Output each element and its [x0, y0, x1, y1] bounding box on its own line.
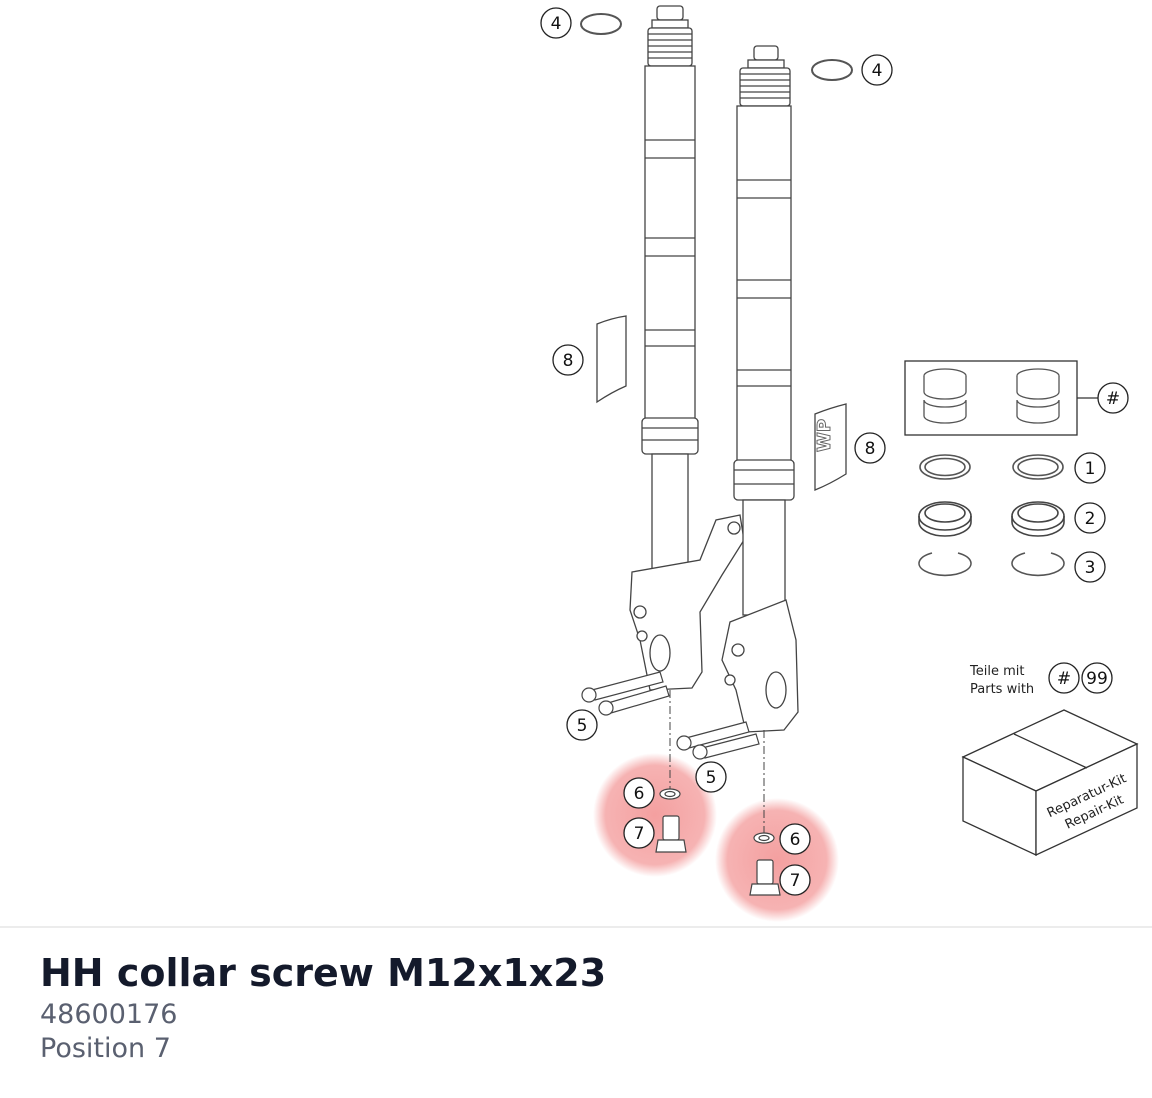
repair-kit-box-icon [961, 709, 1139, 857]
callout-1[interactable]: 1 [1074, 452, 1106, 484]
seals-pos-2[interactable] [918, 501, 1065, 537]
svg-text:5: 5 [577, 716, 588, 736]
svg-text:8: 8 [865, 439, 876, 459]
svg-text:7: 7 [634, 824, 645, 844]
svg-text:99: 99 [1086, 669, 1108, 689]
svg-text:8: 8 [563, 351, 574, 371]
part-position: Position 7 [40, 1033, 171, 1064]
callout-2[interactable]: 2 [1074, 502, 1106, 534]
kit-legend-en: Parts with [970, 682, 1034, 697]
circlips-pos-3[interactable] [918, 552, 1065, 577]
callout-4-right[interactable]: 4 [861, 54, 893, 86]
callout-3[interactable]: 3 [1074, 551, 1106, 583]
callout-6-left[interactable]: 6 [623, 777, 655, 809]
kit-legend-de: Teile mit [969, 664, 1024, 679]
svg-text:6: 6 [790, 830, 801, 850]
svg-text:#: # [1106, 389, 1120, 409]
callout-4-left[interactable]: 4 [540, 7, 572, 39]
svg-text:5: 5 [706, 768, 717, 788]
callout-8-left[interactable]: 8 [552, 344, 584, 376]
o-ring-left[interactable] [580, 13, 622, 35]
svg-text:3: 3 [1085, 558, 1096, 578]
callout-7-left[interactable]: 7 [623, 817, 655, 849]
rings-pos-1[interactable] [919, 454, 1064, 480]
svg-text:1: 1 [1085, 459, 1096, 479]
part-info: HH collar screw M12x1x23 48600176 Positi… [40, 948, 606, 1066]
callout-8-right[interactable]: 8 [854, 432, 886, 464]
bushings-kit-box[interactable] [904, 360, 1098, 436]
o-ring-right[interactable] [811, 59, 853, 81]
highlight-right-screw[interactable] [715, 798, 839, 922]
svg-text:2: 2 [1085, 509, 1096, 529]
washer-right[interactable] [753, 832, 775, 844]
svg-text:WP: WP [814, 419, 835, 452]
svg-text:4: 4 [872, 61, 883, 81]
collar-screw-left[interactable] [655, 815, 687, 853]
exploded-parts-diagram: WP Reparatur-Kit Repai [540, 5, 1139, 922]
callout-99[interactable]: 99 [1081, 662, 1113, 694]
highlight-left-screw[interactable] [593, 753, 717, 877]
pinch-bolts-right[interactable] [676, 721, 760, 760]
decal-right[interactable]: WP [814, 403, 847, 491]
divider [0, 926, 1152, 928]
collar-screw-right[interactable] [749, 859, 781, 896]
callout-6-right[interactable]: 6 [779, 823, 811, 855]
callout-5-right[interactable]: 5 [695, 761, 727, 793]
decal-left[interactable] [596, 315, 627, 404]
pinch-bolts-left[interactable] [581, 671, 670, 716]
svg-text:4: 4 [551, 14, 562, 34]
fork-leg-left [629, 5, 745, 691]
fork-leg-right [721, 45, 799, 733]
callout-hash-kit[interactable]: # [1048, 662, 1080, 694]
svg-text:7: 7 [790, 871, 801, 891]
part-title: HH collar screw M12x1x23 [40, 951, 607, 995]
callout-5-left[interactable]: 5 [566, 709, 598, 741]
callout-hash[interactable]: # [1097, 382, 1129, 414]
svg-text:#: # [1057, 669, 1071, 689]
svg-text:6: 6 [634, 784, 645, 804]
washer-left[interactable] [659, 788, 681, 800]
callout-7-right[interactable]: 7 [779, 864, 811, 896]
part-number: 48600176 [40, 999, 178, 1030]
